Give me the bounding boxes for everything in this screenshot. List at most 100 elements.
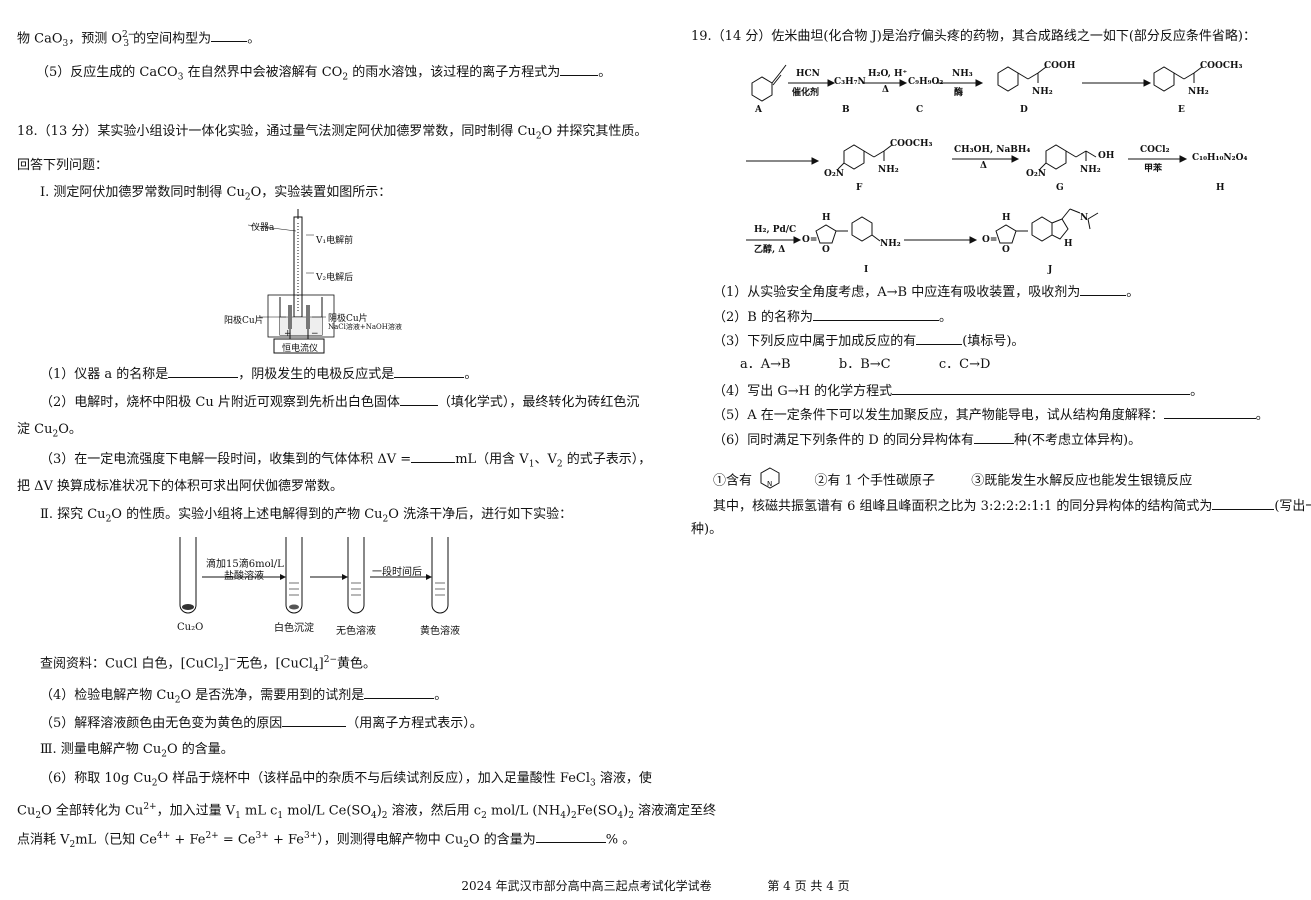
reagent-cocl2: COCl₂: [1140, 145, 1170, 155]
option-b: b．B→C: [838, 357, 891, 372]
i-carbonyl-o: O=: [802, 235, 818, 245]
answer-prompt: 回答下列问题：: [17, 158, 109, 173]
q17-5: （5）反应生成的 CaCO3 在自然界中会被溶解有 CO2 的雨水溶蚀，该过程的…: [36, 63, 612, 83]
reagent-ethanol: 乙醇, Δ: [754, 245, 786, 255]
answer-blank[interactable]: [364, 686, 435, 699]
page-footer: 2024 年武汉市部分高中高三起点考试化学试卷 第 4 页 共 4 页: [0, 877, 1311, 894]
compound-h-formula: C₁₀H₁₀N₂O₄: [1192, 153, 1248, 163]
reagent-hcn: HCN: [796, 69, 820, 79]
reagent-ch3oh-nabh4: CH₃OH, NaBH₄: [954, 145, 1031, 155]
i-nh: H: [822, 213, 831, 223]
answer-blank[interactable]: [211, 29, 248, 43]
j-ring-o: O: [1002, 245, 1010, 255]
i-nh2: NH₂: [880, 239, 901, 249]
answer-blank[interactable]: [560, 63, 599, 76]
answer-blank[interactable]: [411, 450, 456, 463]
q18-4: （4）检验电解产物 Cu2O 是否洗净，需要用到的试剂是。: [40, 686, 448, 706]
answer-blank[interactable]: [916, 332, 963, 345]
q18-6-cont-1: Cu2O 全部转化为 Cu2+，加入过量 V1 mL c1 mol/L Ce(S…: [17, 802, 717, 821]
compound-c-formula: C₉H₉O₂: [908, 77, 944, 87]
answer-blank[interactable]: [282, 714, 347, 727]
answer-blank[interactable]: [892, 382, 1191, 395]
acid-label: 盐酸溶液: [224, 571, 264, 582]
q19-6-tail: 其中，核磁共振氢谱有 6 组峰且峰面积之比为 3:2:2:2:1:1 的同分异构…: [713, 497, 1311, 514]
q18-heading: 18.（13 分）某实验小组设计一体化实验，通过量气法测定阿伏加德罗常数，同时制…: [17, 124, 648, 142]
svg-text:N: N: [767, 480, 772, 488]
q19-3: （3）下列反应中属于加成反应的有(填标号)。: [713, 332, 1025, 349]
g-nh2: NH₂: [1080, 165, 1101, 175]
j-amine-n: N: [1080, 213, 1089, 223]
d-nh2: NH₂: [1032, 87, 1053, 97]
q18-5: （5）解释溶液颜色由无色变为黄色的原因（用离子方程式表示）。: [40, 714, 483, 731]
i-ring-o: O: [822, 245, 830, 255]
reagent-heat-1: Δ: [882, 85, 889, 95]
answer-blank[interactable]: [394, 365, 465, 378]
q18-2: （2）电解时，烧杯中阳极 Cu 片附近可观察到先析出白色固体（填化学式），最终转…: [40, 393, 640, 410]
compound-b-formula: C₃H₇N: [834, 77, 866, 87]
answer-blank[interactable]: [1080, 283, 1127, 296]
f-cooch3: COOCH₃: [890, 139, 933, 149]
answer-blank[interactable]: [1163, 406, 1256, 419]
compound-j-label: J: [1048, 265, 1053, 275]
q18-6: （6）称取 10g Cu2O 样品于烧杯中（该样品中的杂质不与后续试剂反应），加…: [40, 771, 652, 789]
condition-3: ③既能发生水解反应也能发生银镜反应: [971, 473, 1193, 489]
page-number: 第 4 页 共 4 页: [767, 879, 850, 893]
tube-white-precipitate-label: 白色沉淀: [274, 623, 314, 634]
j-indole-nh: H: [1064, 239, 1073, 249]
wait-label: 一段时间后: [372, 567, 422, 578]
answer-blank[interactable]: [812, 308, 939, 321]
q19-6: （6）同时满足下列条件的 D 的同分异构体有种(不考虑立体异构)。: [713, 431, 1142, 448]
option-a: a．A→B: [740, 357, 791, 372]
q19-5: （5）A 在一定条件下可以发生加聚反应，其产物能导电，试从结构角度解释：。: [713, 406, 1269, 423]
compound-g-label: G: [1056, 183, 1064, 193]
q19-6-tail-cont: 种)。: [691, 522, 723, 537]
compound-b-label: B: [842, 105, 850, 115]
answer-blank[interactable]: [399, 393, 438, 406]
plus-sign: +: [284, 329, 292, 339]
tube-yellow-label: 黄色溶液: [420, 626, 460, 637]
reference-data: 查阅资料：CuCl 白色，[CuCl2]−无色，[CuCl4]2−黄色。: [40, 655, 377, 674]
compound-i-label: I: [864, 265, 869, 275]
compound-h-label: H: [1216, 183, 1225, 193]
apparatus-drawing: [247, 209, 335, 354]
cathode-label: 阴极Cu片: [328, 314, 368, 324]
synthesis-scheme: A HCN 催化剂 C₃H₇N B H₂O, H⁺ Δ C₉H₉O₂ C NH₃…: [740, 55, 1300, 277]
f-nh2: NH₂: [878, 165, 899, 175]
solution-label: NaCl溶液+NaOH溶液: [328, 323, 402, 331]
test-tubes-drawing: [179, 537, 449, 614]
anode-label: 阳极Cu片: [224, 316, 264, 326]
compound-a-label: A: [755, 105, 762, 115]
tube-colorless-label: 无色溶液: [336, 626, 376, 637]
q18-3: （3）在一定电流强度下电解一段时间，收集到的气体体积 ΔV =mL（用含 V1、…: [40, 450, 652, 470]
condition-2: ②有 1 个手性碳原子: [814, 473, 935, 489]
reagent-heat-2: Δ: [980, 161, 987, 171]
part-2-heading: Ⅱ. 探究 Cu2O 的性质。实验小组将上述电解得到的产物 Cu2O 洗涤干净后…: [40, 507, 573, 525]
q19-1: （1）从实验安全角度考虑，A→B 中应连有吸收装置，吸收剂为。: [713, 283, 1140, 300]
compound-f-label: F: [856, 183, 863, 193]
q19-4: （4）写出 G→H 的化学方程式。: [713, 382, 1204, 399]
figure-electrolysis-apparatus: 仪器a V₁电解前 V₂电解后 阳极Cu片 阴极Cu片 NaCl溶液+NaOH溶…: [218, 205, 428, 355]
condition-1: ①含有: [713, 473, 753, 489]
pyridine-ring-icon: N: [760, 467, 780, 489]
q19-6-conditions: ①含有 N ②有 1 个手性碳原子 ③既能发生水解反应也能发生银镜反应: [713, 467, 1193, 490]
q18-1: （1）仪器 a 的名称是，阴极发生的电极反应式是。: [40, 365, 478, 382]
answer-blank[interactable]: [535, 830, 606, 844]
f-o2n: O₂N: [824, 169, 845, 179]
exam-title: 2024 年武汉市部分高中高三起点考试化学试卷: [461, 879, 712, 893]
add-acid-label: 滴加15滴6mol/L: [206, 559, 284, 570]
q19-3-options: a．A→B b．B→C c．C→D: [740, 357, 990, 373]
power-supply-label: 恒电流仪: [282, 344, 319, 354]
v1-label: V₁电解前: [316, 236, 354, 246]
reagent-enzyme: 酶: [954, 88, 964, 98]
answer-blank[interactable]: [973, 431, 1014, 444]
part-1-heading: Ⅰ. 测定阿伏加德罗常数同时制得 Cu2O，实验装置如图所示：: [40, 185, 392, 203]
answer-blank[interactable]: [1212, 497, 1275, 510]
v2-label: V₂电解后: [316, 273, 354, 283]
j-nh: H: [1002, 213, 1011, 223]
q19-heading: 19.（14 分）佐米曲坦(化合物 J)是治疗偏头疼的药物，其合成路线之一如下(…: [691, 29, 1256, 44]
d-cooh: COOH: [1044, 61, 1076, 71]
option-c: c．C→D: [938, 357, 991, 372]
e-nh2: NH₂: [1188, 87, 1209, 97]
q17-4-line: 物 CaO3，预测 O2−3 的空间构型为。: [17, 29, 261, 49]
answer-blank[interactable]: [168, 365, 239, 378]
